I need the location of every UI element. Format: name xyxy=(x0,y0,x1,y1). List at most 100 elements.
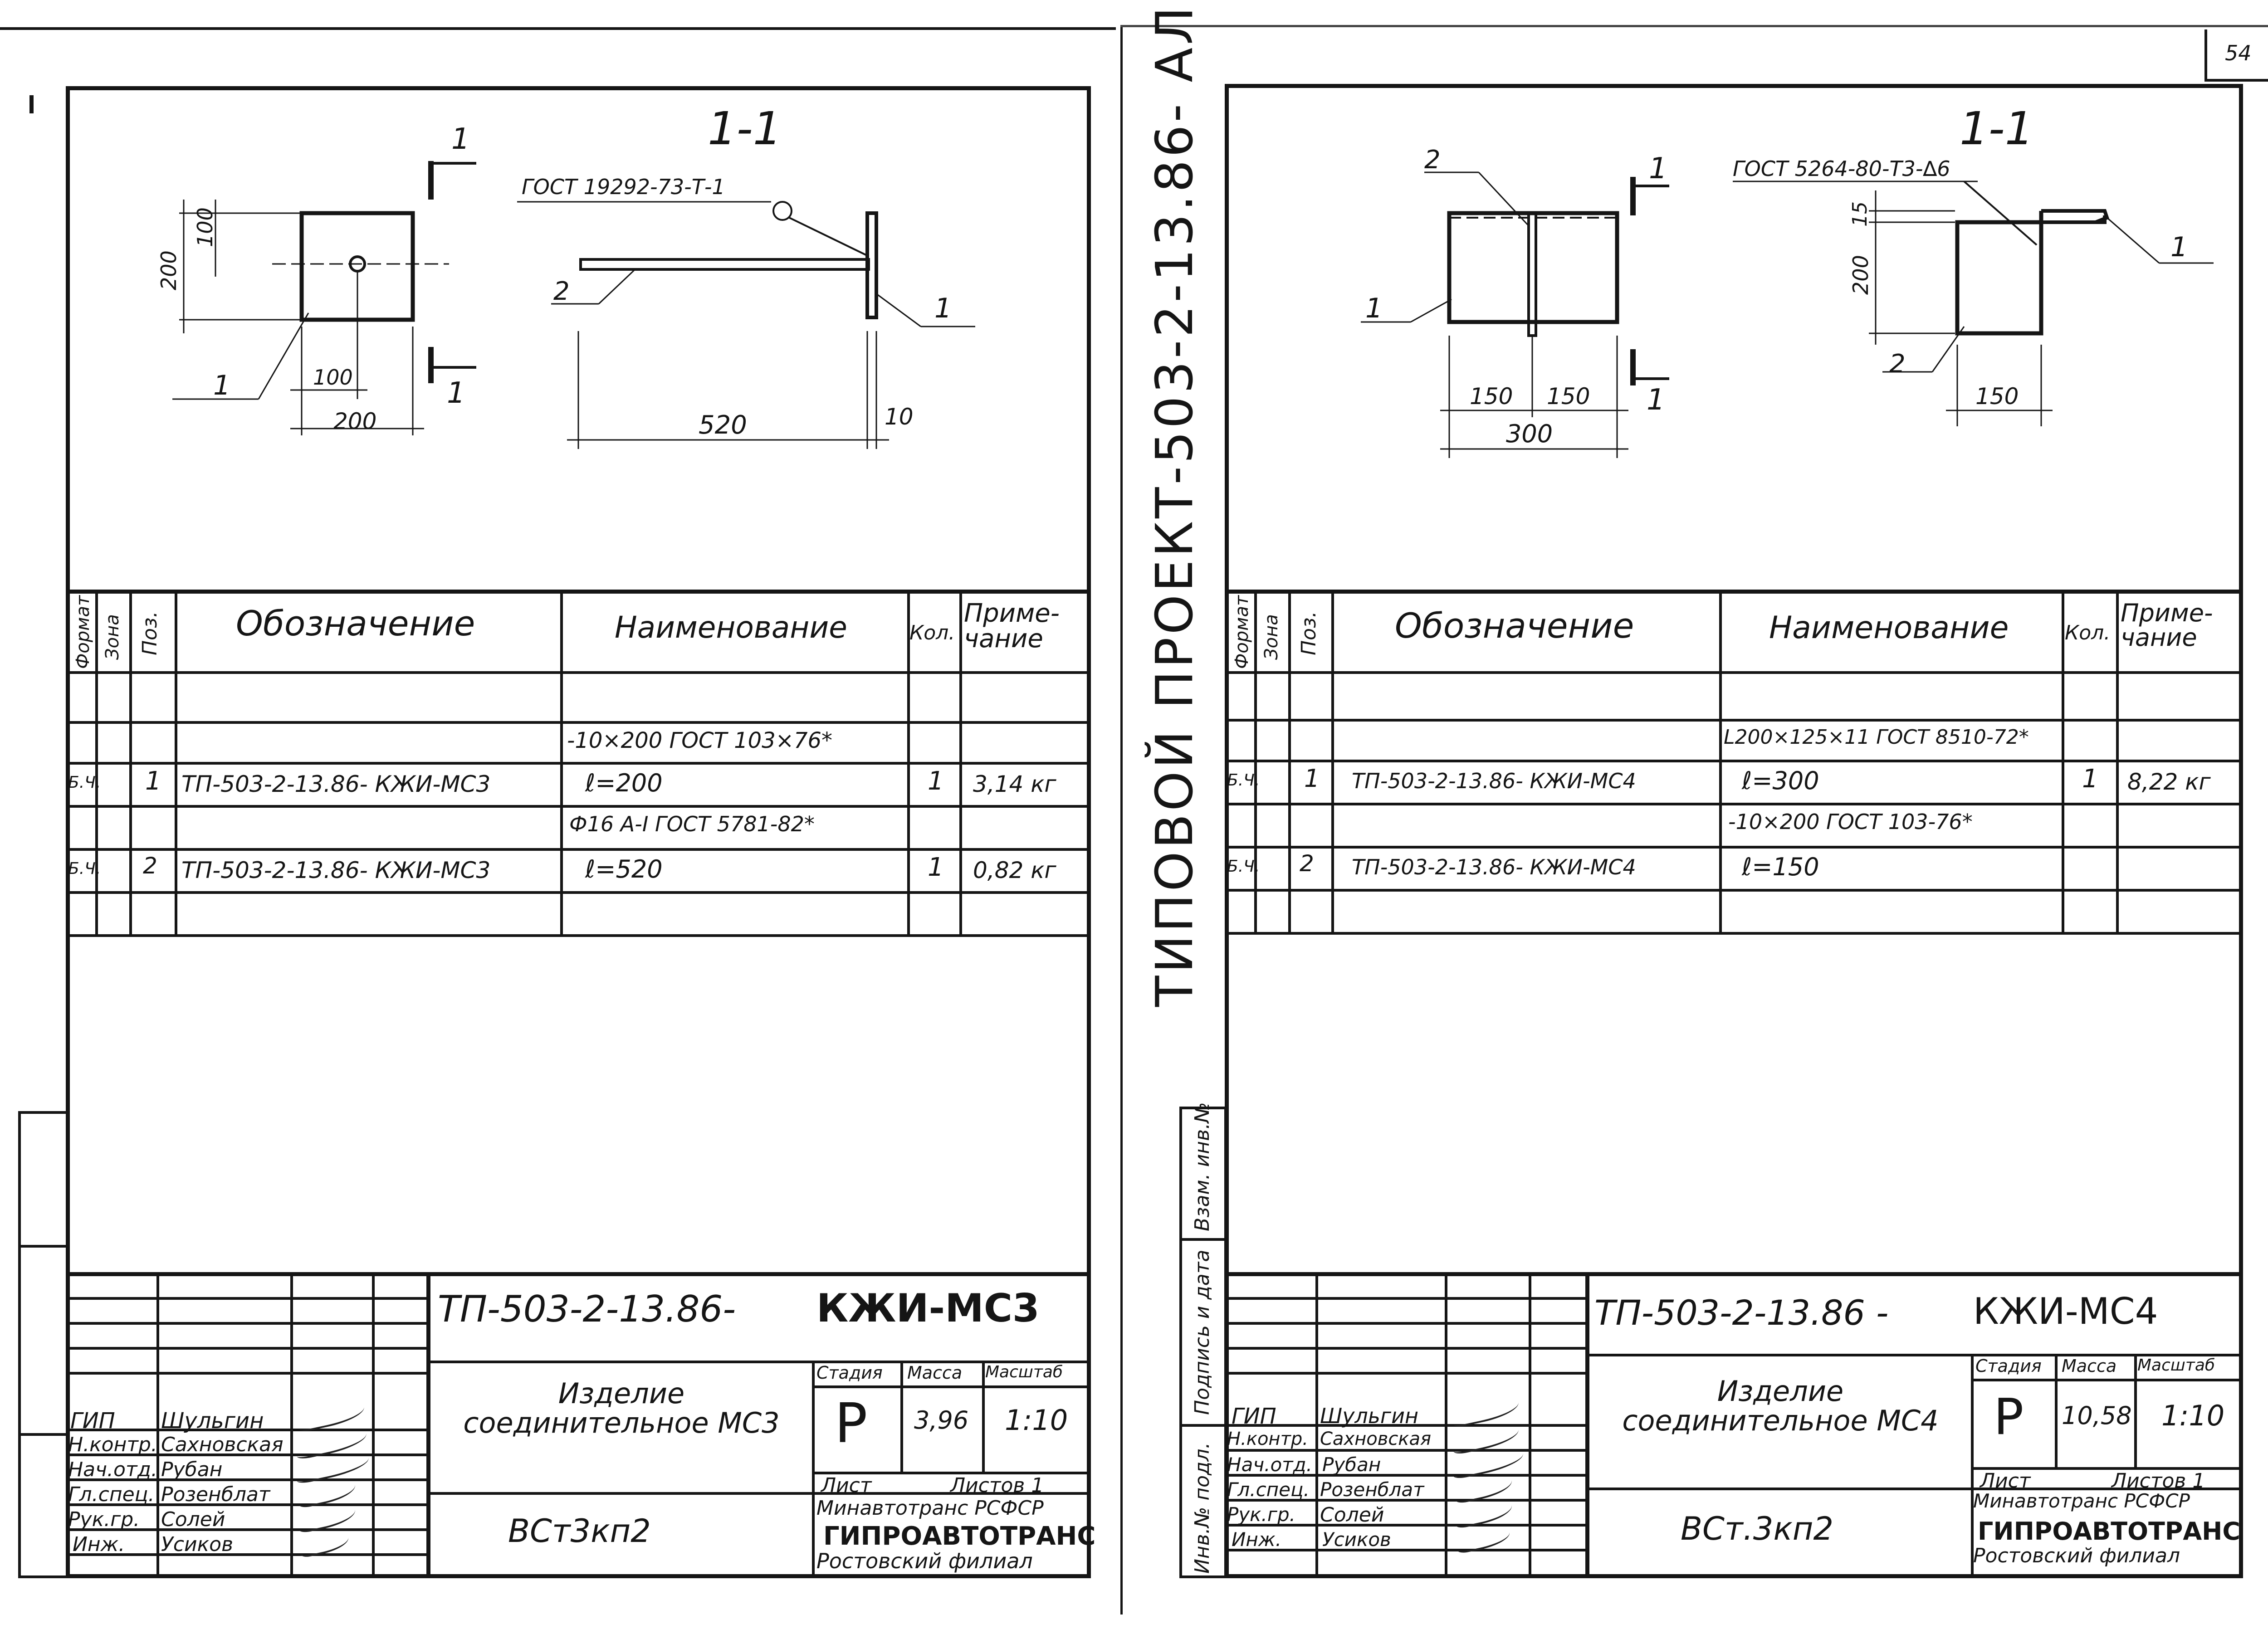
mc3-header-qty: Кол. xyxy=(909,621,955,644)
page-number: 54 xyxy=(2225,41,2252,65)
section-title-mc4: 1-1 xyxy=(1960,102,2034,155)
mc3-row1-name: -10×200 ГОСТ 103×76* xyxy=(567,728,833,753)
mc3-row-line xyxy=(66,762,1091,765)
mc3-header-name: Наименование xyxy=(615,610,847,645)
mc4-row-line xyxy=(1225,760,2243,762)
mc4-dim-200: 200 xyxy=(1848,255,1873,295)
mc3-staff-role: Рук.гр. xyxy=(68,1508,140,1531)
mc4-row4-format: Б.Ч. xyxy=(1227,857,1260,876)
mc4-row3-name: -10×200 ГОСТ 103-76* xyxy=(1728,810,1973,834)
mc4-mark: КЖИ-МС4 xyxy=(1973,1290,2158,1332)
mc3-table-top xyxy=(66,590,1091,594)
mc3-tb-line xyxy=(66,1454,426,1456)
mc4-row2-format: Б.Ч. xyxy=(1227,771,1260,790)
mc4-pos-label-2: 2 xyxy=(1424,145,1441,175)
mc3-tb-col xyxy=(372,1272,375,1578)
mc3-tb-line xyxy=(426,1361,1091,1363)
mc3-titleblock-divider xyxy=(426,1272,430,1578)
mc4-row2-qty: 1 xyxy=(2082,764,2098,794)
sheet-mc3-frame xyxy=(66,86,1091,1578)
mc4-material: ВСт.3кп2 xyxy=(1681,1510,1834,1547)
mc4-tb-line xyxy=(1971,1379,2243,1381)
mc3-tb-col xyxy=(156,1272,159,1578)
page-top-edge-right xyxy=(1120,25,2268,27)
mc3-row2-note: 3,14 кг xyxy=(973,771,1056,797)
mc3-row4-pos: 2 xyxy=(143,853,157,879)
pos-label-2: 2 xyxy=(553,277,570,306)
mc4-header-qty: Кол. xyxy=(2065,621,2111,644)
page-top-edge xyxy=(0,27,1116,30)
mc3-tb-line xyxy=(426,1492,1091,1495)
mc3-tb-line xyxy=(66,1503,426,1506)
mc3-row4-qty: 1 xyxy=(928,853,944,882)
mc3-header-designation: Обозначение xyxy=(236,603,475,644)
mc4-dim-150b: 150 xyxy=(1547,383,1590,410)
mc4-row2-pos: 1 xyxy=(1304,764,1320,793)
dim-10: 10 xyxy=(885,404,914,430)
mc4-staff-role: Гл.спец. xyxy=(1227,1478,1310,1501)
mc4-tb-col xyxy=(2055,1354,2058,1467)
mc4-sheet-label: Лист xyxy=(1980,1469,2031,1493)
mc3-row2-name: ℓ=200 xyxy=(585,769,663,797)
mc4-org1: Минавтотранс РСФСР xyxy=(1973,1490,2190,1512)
mc4-dim-300: 300 xyxy=(1506,419,1553,448)
mc3-tb-line xyxy=(66,1372,426,1375)
mc3-row2-format: Б.Ч. xyxy=(68,773,101,792)
mc4-header-name: Наименование xyxy=(1769,610,2009,646)
mc4-row2-note: 8,22 кг xyxy=(2127,769,2211,795)
mc4-header-pos: Поз. xyxy=(1297,611,1320,655)
mc4-row1-name: L200×125×11 ГОСТ 8510-72* xyxy=(1724,726,2029,749)
sheet-mc4-frame xyxy=(1225,84,2243,1578)
mc4-header-designation: Обозначение xyxy=(1395,605,1634,646)
weld-gost-label: ГОСТ 19292-73-Т-1 xyxy=(522,175,725,199)
mc4-header-zone: Зона xyxy=(1261,614,1282,660)
mc4-weld-gost-label: ГОСТ 5264-80-Т3-∆6 xyxy=(1733,156,1950,181)
mc3-stage: Р xyxy=(835,1392,868,1455)
mc4-org3: Ростовский филиал xyxy=(1973,1544,2180,1567)
mc3-row2-designation: ТП-503-2-13.86- КЖИ-МС3 xyxy=(181,771,491,797)
mc4-pos-label-1: 1 xyxy=(1365,293,1383,324)
mc3-tb-line xyxy=(66,1322,426,1325)
mc3-staff-name: Рубан xyxy=(161,1458,223,1481)
mc4-tb-line xyxy=(1225,1372,1585,1375)
mc4-tb-line xyxy=(1225,1524,1585,1527)
dim-200-horizontal: 200 xyxy=(333,408,377,434)
mc4-col-line xyxy=(2116,590,2119,932)
mc4-row-line xyxy=(1225,846,2243,849)
mc3-row-line xyxy=(66,891,1091,894)
mc4-staff-name: Шульгин xyxy=(1320,1404,1419,1428)
mc3-org3: Ростовский филиал xyxy=(816,1549,1033,1573)
mc3-row-line xyxy=(66,934,1091,937)
mc4-row-line xyxy=(1225,932,2243,935)
mc3-col-line xyxy=(175,590,177,934)
mc3-row3-name: Ф16 А-I ГОСТ 5781-82* xyxy=(569,812,815,836)
mc3-org2: ГИПРОАВТОТРАНС xyxy=(823,1522,1096,1551)
mc4-tb-line xyxy=(1225,1322,1585,1325)
mc4-tb-line xyxy=(1225,1549,1585,1551)
mc3-col-line xyxy=(95,590,98,934)
mc4-cut-mark-top: 1 xyxy=(1649,152,1667,185)
mc3-sheet-label: Лист xyxy=(821,1474,872,1497)
mc3-tb-line xyxy=(66,1429,426,1431)
mc4-header-note: Приме-чание xyxy=(2121,599,2213,652)
mc4-table-top xyxy=(1225,590,2243,594)
mc3-row4-name: ℓ=520 xyxy=(585,855,663,883)
mc4-staff-name: Усиков xyxy=(1322,1528,1391,1551)
mc3-row4-format: Б.Ч. xyxy=(68,859,101,878)
mc3-staff-role: Н.контр. xyxy=(68,1433,157,1456)
mc4-staff-role: Инж. xyxy=(1232,1528,1282,1551)
mc3-product-name: Изделие соединительное МС3 xyxy=(463,1377,780,1440)
mc3-table-headline xyxy=(66,671,1091,674)
page-center-fold xyxy=(1120,27,1123,1614)
mc3-tb-line xyxy=(66,1553,426,1556)
side-stamp-line xyxy=(1179,1238,1227,1241)
mc3-tb-line xyxy=(812,1472,1091,1474)
mc3-sheets-label: Листов 1 xyxy=(950,1474,1044,1497)
mc3-row4-note: 0,82 кг xyxy=(973,857,1056,883)
mc3-header-note: Приме-чание xyxy=(964,599,1060,654)
mc4-header-format: Формат xyxy=(1232,595,1252,669)
mc4-tb-line xyxy=(1225,1347,1585,1350)
mc4-mass-label: Масса xyxy=(2062,1356,2117,1376)
mc3-staff-name: Сахновская xyxy=(161,1433,284,1456)
mc3-tb-col xyxy=(812,1361,815,1578)
